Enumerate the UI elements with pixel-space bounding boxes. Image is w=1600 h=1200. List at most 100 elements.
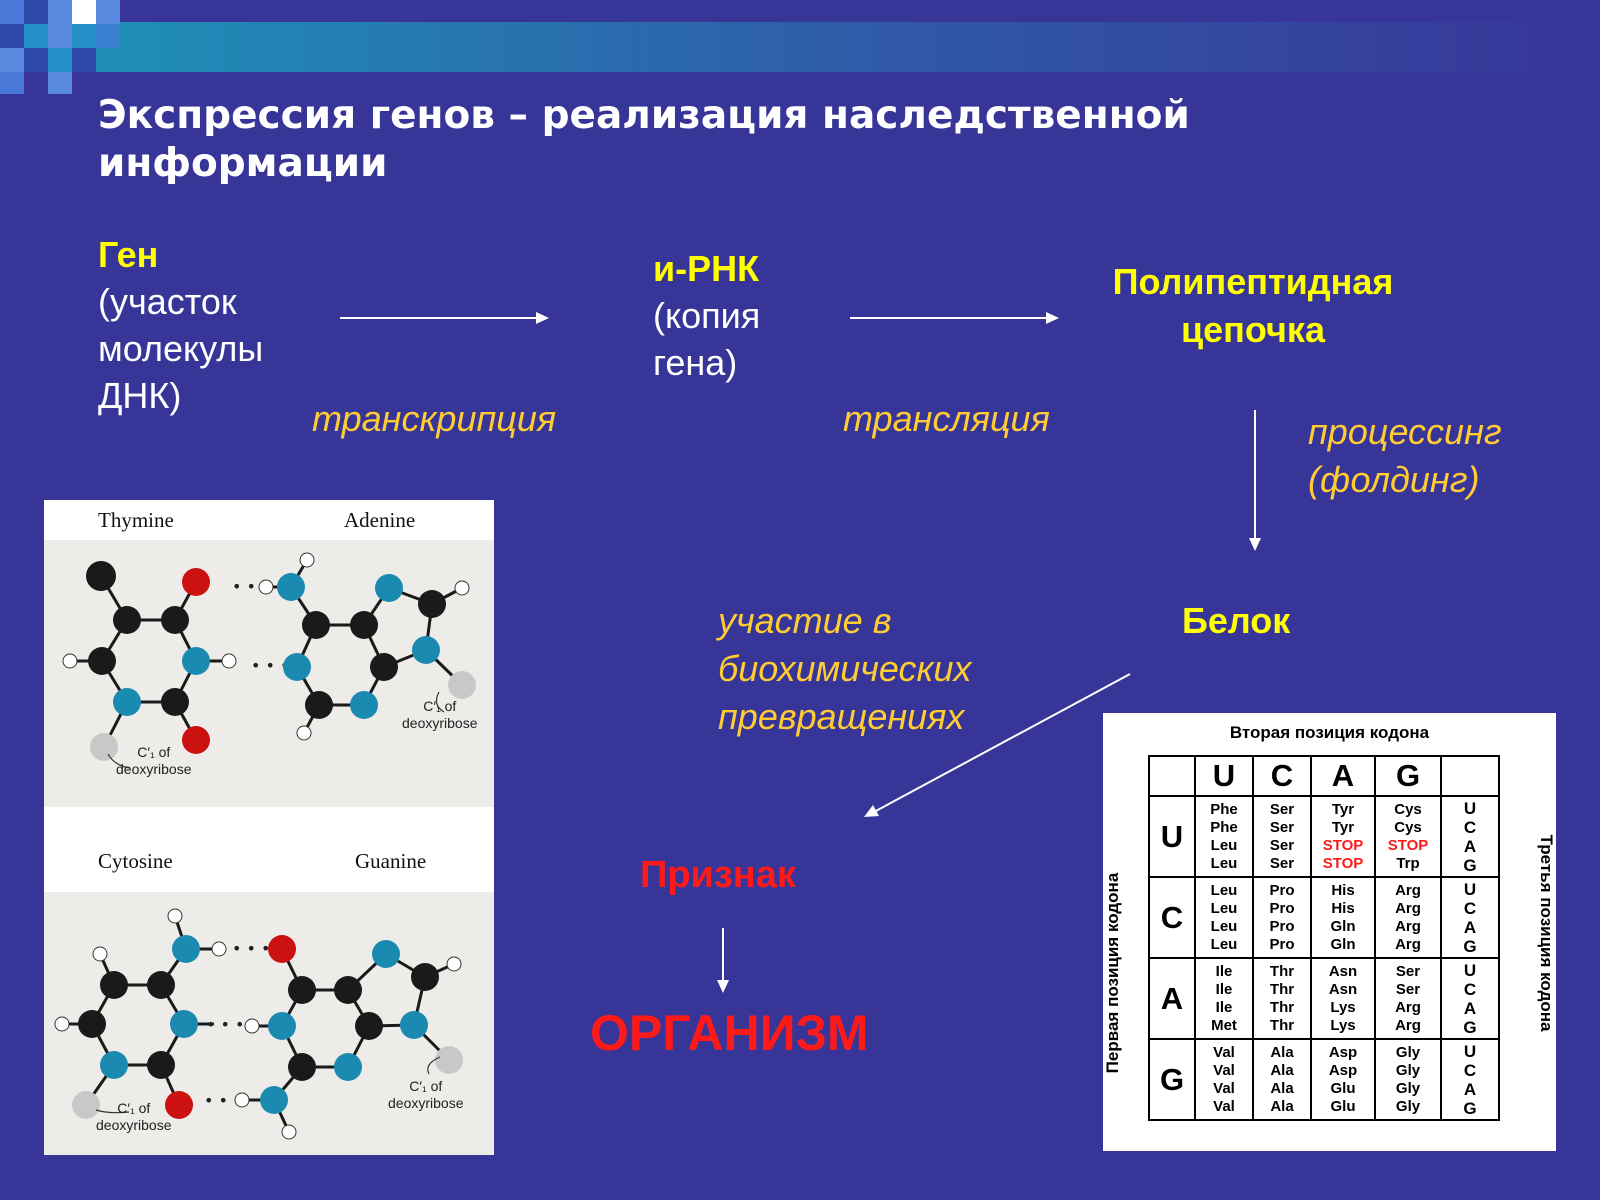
slide-title: Экспрессия генов – реализация наследстве… bbox=[98, 92, 1398, 188]
amino-acid: Thr bbox=[1269, 962, 1295, 980]
amino-acid: STOP bbox=[1322, 854, 1364, 872]
first-base-U: U bbox=[1148, 795, 1196, 878]
mrna-desc-2: гена) bbox=[653, 342, 738, 383]
amino-acid: Val bbox=[1213, 1097, 1235, 1115]
arrow-gene-to-mrna bbox=[340, 312, 549, 324]
amino-acid: Asp bbox=[1328, 1061, 1358, 1079]
atom-markers-2 bbox=[54, 908, 463, 1140]
amino-acid: Asn bbox=[1328, 962, 1358, 980]
amino-acid: Tyr bbox=[1331, 800, 1355, 818]
third-base: G bbox=[1463, 855, 1477, 875]
third-base: U bbox=[1463, 879, 1477, 899]
third-base: U bbox=[1463, 798, 1477, 818]
amino-acid: Ser bbox=[1269, 854, 1295, 872]
third-base: C bbox=[1463, 817, 1477, 837]
first-base-A: A bbox=[1148, 957, 1196, 1040]
amino-acid: Pro bbox=[1269, 917, 1295, 935]
arrow-protein-to-trait bbox=[864, 673, 1131, 817]
amino-acid: Cys bbox=[1394, 800, 1422, 818]
amino-acid: Arg bbox=[1395, 1016, 1421, 1034]
amino-acid: Arg bbox=[1395, 899, 1421, 917]
processing-line-2: (фолдинг) bbox=[1308, 459, 1480, 500]
cytosine-sugar-label: C′₁ of deoxyribose bbox=[96, 1100, 172, 1133]
cytosine-label: Cytosine bbox=[98, 849, 173, 873]
third-base: C bbox=[1463, 1060, 1477, 1080]
participation-line-1: участие в bbox=[718, 600, 892, 641]
first-base-G: G bbox=[1148, 1038, 1196, 1121]
amino-acid: Arg bbox=[1395, 935, 1421, 953]
amino-acid: Ala bbox=[1270, 1043, 1294, 1061]
thymine-sugar-label: C′₁ of deoxyribose bbox=[116, 744, 192, 777]
mrna-desc-1: (копия bbox=[653, 295, 761, 336]
participation-line-3: превращениях bbox=[718, 696, 965, 737]
amino-acid: Arg bbox=[1395, 917, 1421, 935]
thymine-label: Thymine bbox=[98, 508, 174, 532]
third-base: G bbox=[1463, 1017, 1477, 1037]
amino-acid: Val bbox=[1213, 1043, 1235, 1061]
amino-acid: Pro bbox=[1269, 935, 1295, 953]
amino-acid: Asp bbox=[1328, 1043, 1358, 1061]
arrow-polypeptide-to-protein bbox=[1249, 410, 1261, 551]
participation-line-2: биохимических bbox=[718, 648, 972, 689]
amino-acid: Met bbox=[1211, 1016, 1237, 1034]
polypeptide-line-2: цепочка bbox=[1181, 309, 1325, 350]
codon-first-title: Первая позиция кодона bbox=[1103, 872, 1122, 1074]
amino-acid: Thr bbox=[1269, 980, 1295, 998]
amino-acid: Glu bbox=[1330, 1097, 1356, 1115]
amino-acid: Ser bbox=[1395, 980, 1421, 998]
amino-acid: Gly bbox=[1395, 1043, 1421, 1061]
third-base: A bbox=[1463, 836, 1477, 856]
codon-table-panel: Вторая позиция кодона Первая позиция код… bbox=[1103, 713, 1556, 1151]
amino-acid: STOP bbox=[1387, 836, 1429, 854]
thymine-adenine-molecule: • • •• • • bbox=[62, 552, 476, 769]
amino-acid: Ser bbox=[1395, 962, 1421, 980]
amino-acid: Leu bbox=[1210, 836, 1238, 854]
svg-text:• • •: • • • bbox=[232, 939, 270, 958]
polypeptide-label: Полипептидная цепочка bbox=[1098, 258, 1408, 354]
adenine-label: Adenine bbox=[344, 508, 416, 532]
codon-second-title: Вторая позиция кодона bbox=[1229, 723, 1430, 742]
cytosine-guanine-panel: • • •• • •• • • bbox=[44, 892, 494, 1155]
arrow-mrna-to-polypeptide bbox=[850, 312, 1059, 324]
amino-acid: STOP bbox=[1322, 836, 1364, 854]
third-base: C bbox=[1463, 979, 1477, 999]
amino-acid: Ala bbox=[1270, 1097, 1294, 1115]
amino-acid: Gly bbox=[1395, 1097, 1421, 1115]
mrna-title: и-РНК bbox=[653, 248, 760, 289]
gene-block: Ген (участок молекулы ДНК) bbox=[98, 232, 263, 419]
label-transcription: транскрипция bbox=[312, 398, 557, 439]
title-line-1: Экспрессия генов – реализация наследстве… bbox=[98, 93, 1190, 138]
amino-acid: Thr bbox=[1269, 1016, 1295, 1034]
atom-markers bbox=[62, 552, 476, 761]
amino-acid: Val bbox=[1213, 1061, 1235, 1079]
third-base: U bbox=[1463, 960, 1477, 980]
third-base: A bbox=[1463, 998, 1477, 1018]
gene-title: Ген bbox=[98, 234, 159, 275]
amino-acid: Ser bbox=[1269, 800, 1295, 818]
amino-acid: Leu bbox=[1210, 881, 1238, 899]
amino-acid: Trp bbox=[1396, 854, 1420, 872]
amino-acid: Gly bbox=[1395, 1079, 1421, 1097]
amino-acid: Val bbox=[1213, 1079, 1235, 1097]
third-base: A bbox=[1463, 917, 1477, 937]
amino-acid: Phe bbox=[1210, 800, 1238, 818]
amino-acid: Gln bbox=[1330, 917, 1356, 935]
gene-desc-1: (участок bbox=[98, 281, 237, 322]
adenine-sugar-label: C′₁ of deoxyribose bbox=[402, 698, 478, 731]
amino-acid: Ile bbox=[1215, 962, 1233, 980]
cytosine-guanine-molecule: • • •• • •• • • bbox=[54, 908, 463, 1140]
